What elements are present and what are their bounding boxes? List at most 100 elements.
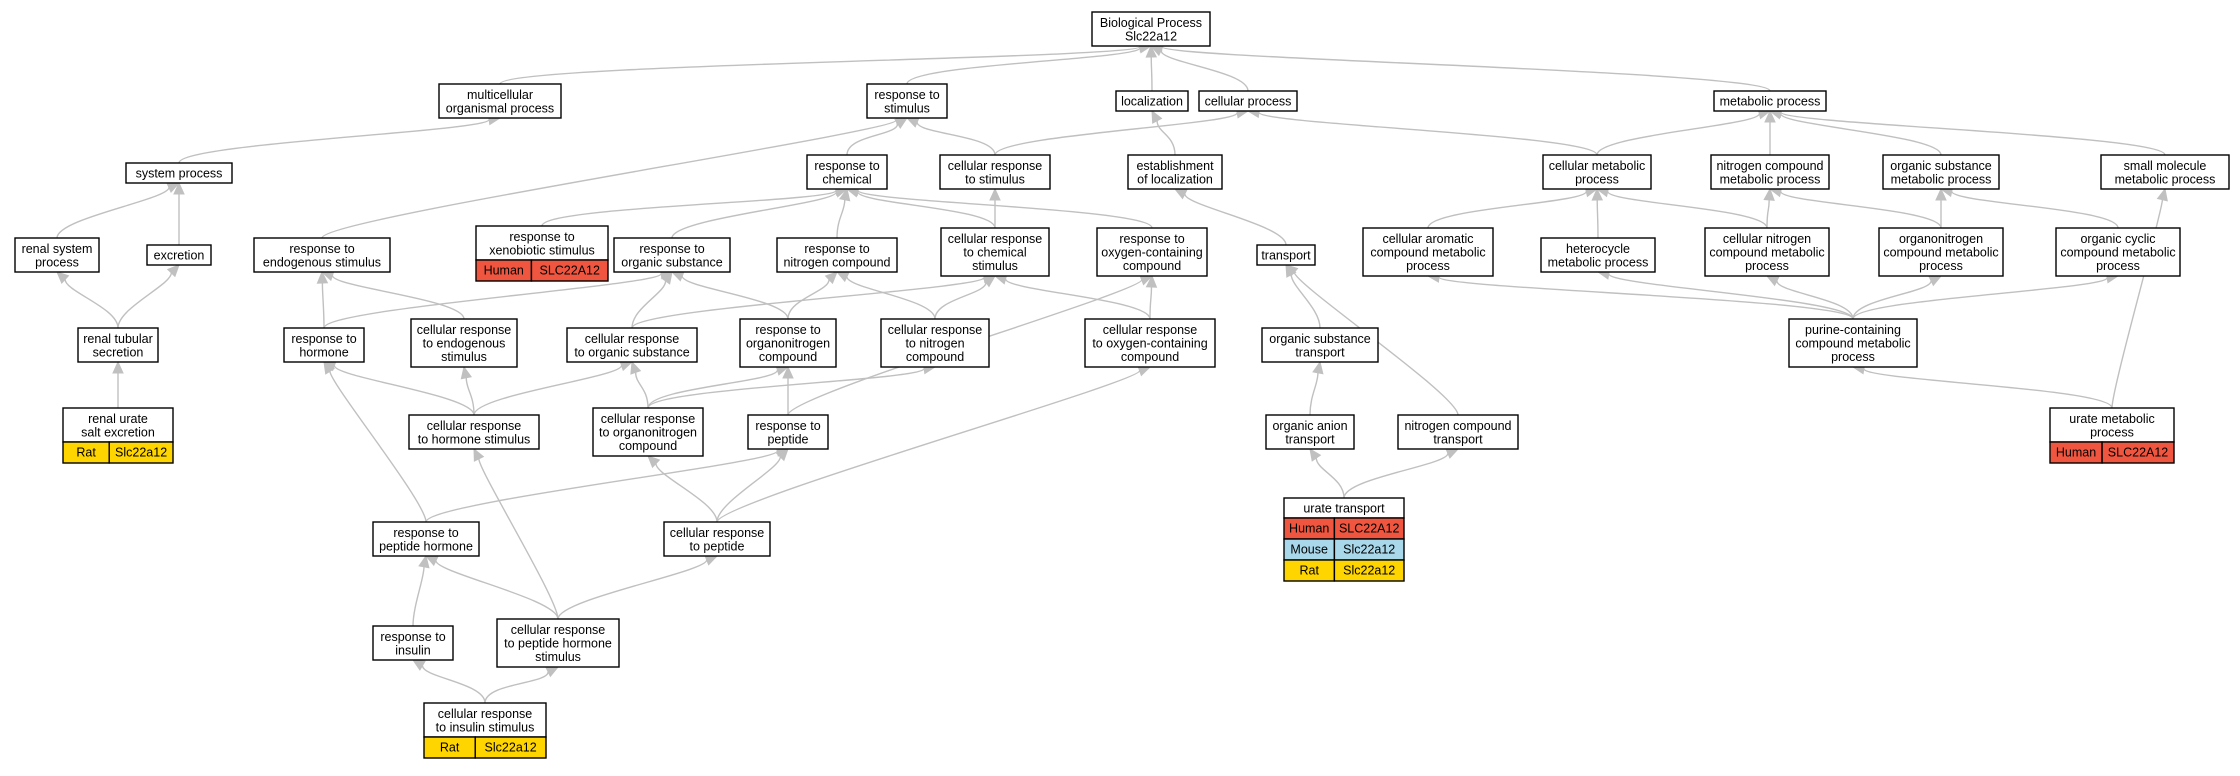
go-term-node[interactable]: metabolic process <box>1713 90 1827 112</box>
arrowhead-uratetrans-to-oatrans <box>1309 448 1322 462</box>
node-box <box>77 327 159 363</box>
node-box <box>14 237 100 273</box>
go-term-node[interactable]: transport <box>1256 244 1316 266</box>
node-box <box>253 237 391 273</box>
arrowhead-estloc-to-loc <box>1151 109 1163 124</box>
node-label-line: compound <box>1121 350 1179 364</box>
edge-rorg-to-rchem <box>671 191 838 239</box>
node-label-line: compound metabolic <box>1795 337 1910 351</box>
node-box <box>592 407 704 457</box>
node-label-line: transport <box>1433 432 1483 446</box>
arrowhead-crpep-to-crorgn <box>647 455 661 469</box>
arrowhead-crhorm-to-crendo <box>460 365 473 380</box>
go-term-node[interactable]: localization <box>1115 90 1189 112</box>
arrowhead-rphorm-to-rhorm <box>323 360 336 375</box>
edge-ocmet-to-osmet <box>1951 190 2119 229</box>
node-box <box>410 318 518 368</box>
node-box <box>806 154 888 190</box>
node-label-line: response to <box>380 630 445 644</box>
node-label-line: cellular process <box>1205 95 1292 109</box>
node-label-line: to insulin stimulus <box>436 720 535 734</box>
node-label-line: compound metabolic <box>2060 246 2175 260</box>
node-label-line: cellular aromatic <box>1382 232 1473 246</box>
edge-uratetrans-to-nctrans <box>1343 452 1449 499</box>
arrowhead-rpep-to-rorgn <box>782 365 794 379</box>
edge-uratemet-to-smmet <box>2111 199 2164 409</box>
edge-transport-to-estloc <box>1184 193 1287 246</box>
go-term-node[interactable]: excretion <box>146 244 212 266</box>
node-label-line: response to <box>289 242 354 256</box>
arrowhead-crchem-to-crstim <box>989 187 1001 201</box>
node-label-line: metabolic process <box>1548 255 1649 269</box>
node-label-line: to hormone stimulus <box>418 432 531 446</box>
go-term-node[interactable]: cellular process <box>1198 90 1298 112</box>
arrowhead-oatrans-to-ostrans <box>1312 360 1324 375</box>
arrowhead-rorgn-to-rorg <box>670 270 685 282</box>
arrowhead-loc-to-bp <box>1145 44 1158 58</box>
go-term-node[interactable]: system process <box>125 162 233 184</box>
node-box <box>1540 237 1656 273</box>
edge-rstim-to-bp <box>906 47 1141 85</box>
node-label-line: response to <box>639 242 704 256</box>
node-label-line: transport <box>1285 432 1335 446</box>
edge-rtub-to-excr <box>117 272 173 329</box>
node-label-line: stimulus <box>441 350 487 364</box>
node-label-line: peptide hormone <box>379 539 473 553</box>
edge-cnmet-to-cellmet <box>1607 190 1768 229</box>
arrowhead-rtub-to-excr <box>166 264 180 278</box>
node-box <box>408 414 540 450</box>
node-box <box>776 237 898 273</box>
node-label-line: process <box>2096 259 2140 273</box>
node-label-line: Slc22a12 <box>1125 29 1177 43</box>
arrowhead-uratetrans-to-nctrans <box>1445 448 1460 459</box>
node-label-line: insulin <box>395 643 430 657</box>
node-label-line: response to <box>874 88 939 102</box>
arrowhead-nctrans-to-transport <box>1285 264 1299 277</box>
node-label-line: to nitrogen <box>905 337 964 351</box>
